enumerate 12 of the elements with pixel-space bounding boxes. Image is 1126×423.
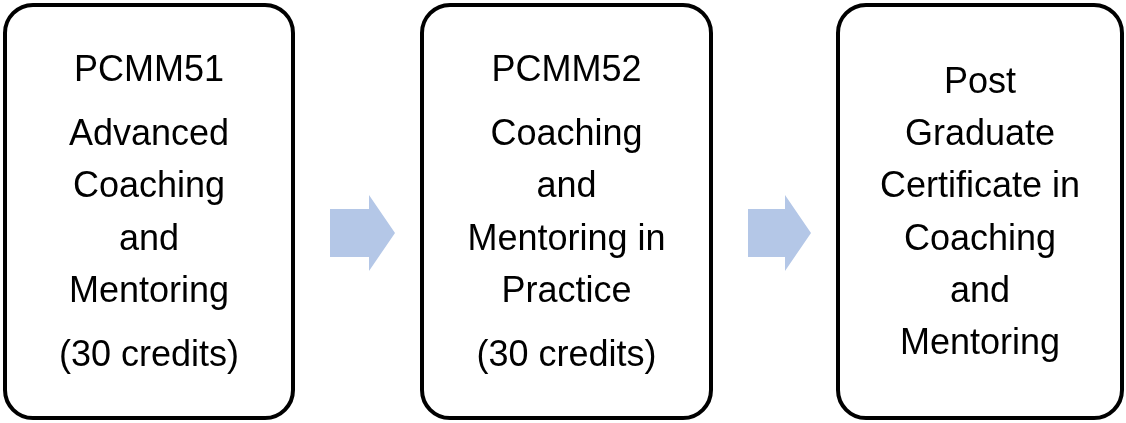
- block-arrow: [748, 195, 811, 271]
- module-code: PCMM51: [73, 46, 225, 91]
- box-text: (30 credits): [475, 331, 658, 376]
- box-text: Advanced Coaching and Mentoring: [67, 111, 231, 312]
- rounded-box: [836, 3, 1124, 420]
- module-code: PCMM52: [490, 46, 643, 91]
- rounded-box: [3, 3, 295, 420]
- rounded-box: [420, 3, 713, 420]
- box-text: (30 credits): [57, 331, 241, 376]
- box-text: Post Graduate Certificate in Coaching and Mentoring: [878, 58, 1082, 364]
- block-arrow: [330, 195, 395, 271]
- box-text: Coaching and Mentoring in Practice: [466, 111, 667, 312]
